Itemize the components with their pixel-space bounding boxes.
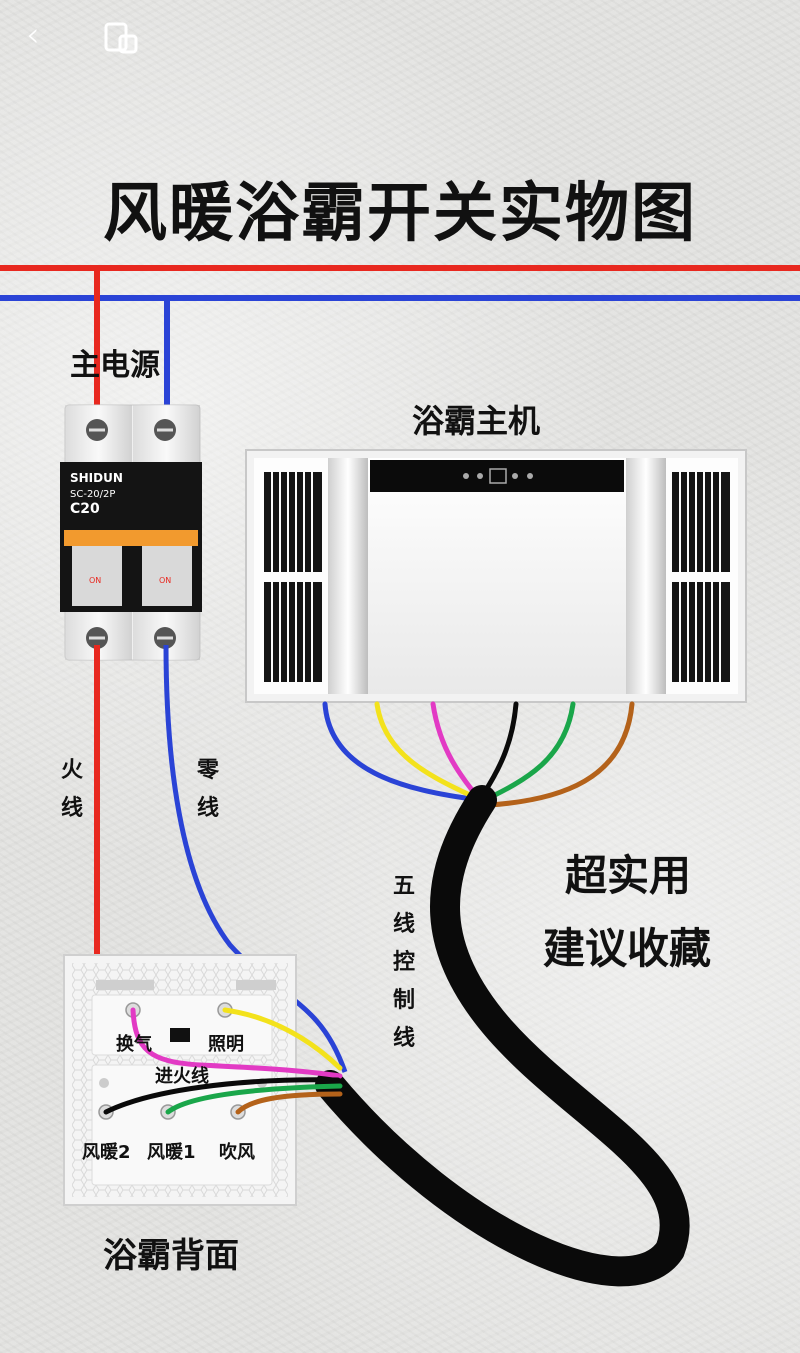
heater-unit-label: 浴霸主机 <box>412 402 541 440</box>
tip-line-2: 建议收藏 <box>543 924 712 973</box>
live-wire-label: 火线 <box>60 758 83 821</box>
switch-wire-yellow <box>222 1007 343 1071</box>
window-icon[interactable] <box>104 22 140 56</box>
terminal-live-in-label: 进火线 <box>155 1066 209 1087</box>
main-power-label: 主电源 <box>70 348 160 383</box>
terminal-blow-label: 吹风 <box>219 1142 255 1163</box>
terminal-lighting-label: 照明 <box>208 1034 244 1055</box>
breaker-model: SC-20/2P <box>70 489 115 500</box>
heater-wire-brown <box>487 701 635 808</box>
tip-line-1: 超实用 <box>565 851 692 900</box>
heater-wire-magenta <box>430 701 483 803</box>
breaker-brand: SHIDUN <box>70 471 123 485</box>
breaker-on-left: ON <box>89 576 101 585</box>
circuit-breaker: SHIDUN SC-20/2P C20 ON ON <box>60 404 202 661</box>
switch-wire-magenta <box>130 1007 343 1079</box>
terminal-heat2-label: 风暖2 <box>82 1142 131 1163</box>
breaker-rating: C20 <box>70 501 100 517</box>
switch-wire-black <box>103 1077 341 1115</box>
back-icon[interactable]: ‹ <box>26 15 40 55</box>
switch-back-label: 浴霸背面 <box>103 1236 239 1276</box>
switch-wires <box>103 1007 343 1115</box>
page-title: 风暖浴霸开关实物图 <box>103 177 697 251</box>
switch-wire-green <box>165 1083 343 1115</box>
heater-wire-yellow <box>374 701 483 803</box>
neutral-wire-label: 零线 <box>196 758 219 821</box>
five-wire-label: 五线控制线 <box>392 874 415 1051</box>
breaker-on-right: ON <box>159 576 171 585</box>
terminal-ventilation-label: 换气 <box>116 1034 152 1055</box>
heater-wire-blue <box>322 701 483 803</box>
terminal-heat1-label: 风暖1 <box>147 1142 196 1163</box>
bath-heater-unit <box>245 449 747 703</box>
switch-wire-brown <box>235 1091 343 1115</box>
five-core-cable <box>315 785 690 1287</box>
heater-wire-green <box>482 701 576 803</box>
neutral-wire-to-switch <box>163 644 348 1073</box>
